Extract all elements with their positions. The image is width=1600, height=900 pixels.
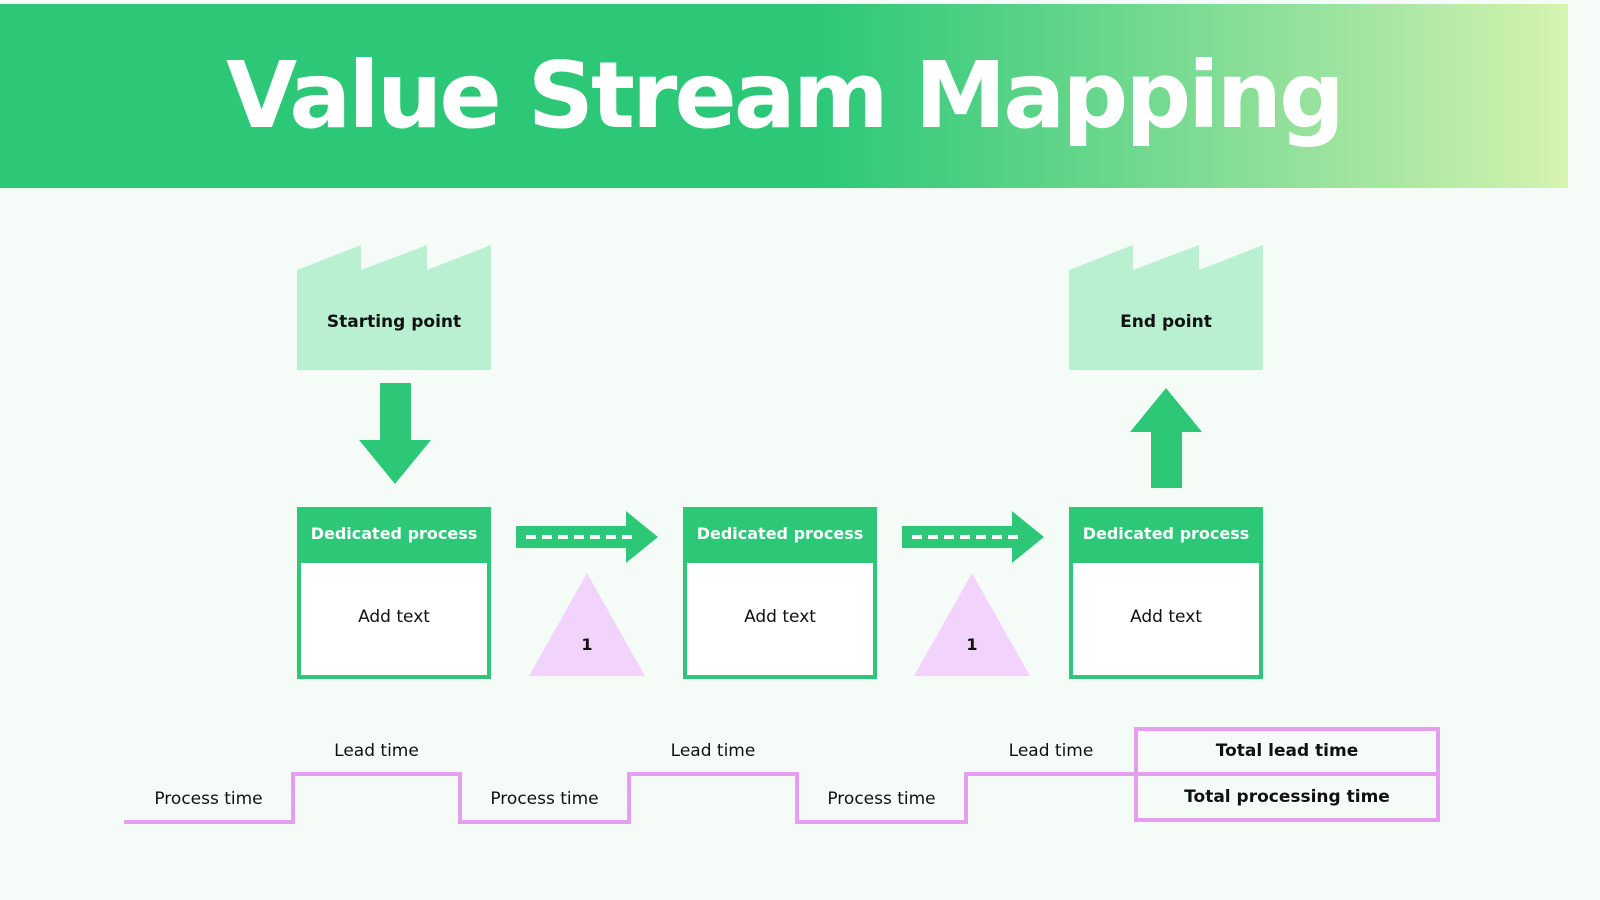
end-point-factory[interactable] — [1069, 245, 1263, 370]
total-processing-time-box — [1134, 772, 1440, 822]
inventory-triangle-icon — [529, 573, 645, 676]
process-box-1[interactable] — [297, 507, 491, 679]
lead-time-label-1: Lead time — [334, 741, 419, 761]
factory-icon — [1069, 245, 1263, 370]
process-title-3: Dedicated process — [1082, 524, 1250, 543]
arrow-down-icon — [359, 383, 431, 484]
header-banner — [0, 4, 1568, 188]
starting-point-label: Starting point — [326, 312, 462, 332]
page-title: Value Stream Mapping — [226, 42, 1345, 149]
lead-time-label-2: Lead time — [670, 741, 756, 761]
process-body-2[interactable]: Add text — [744, 607, 816, 627]
process-body-1[interactable]: Add text — [358, 607, 430, 627]
lead-time-label-3: Lead time — [1008, 741, 1094, 761]
total-processing-time-label: Total processing time — [1184, 787, 1390, 807]
end-point-label: End point — [1120, 312, 1212, 332]
push-arrow-1 — [516, 511, 658, 563]
process-time-label-3: Process time — [827, 789, 936, 809]
process-time-label-2: Process time — [490, 789, 599, 809]
timeline-step-line — [124, 772, 1136, 824]
process-title-2: Dedicated process — [696, 524, 864, 543]
inventory-triangle-icon — [914, 573, 1030, 676]
process-title-1: Dedicated process — [310, 524, 478, 543]
process-body-3[interactable]: Add text — [1130, 607, 1202, 627]
factory-icon — [297, 245, 491, 370]
starting-point-factory[interactable] — [297, 245, 491, 370]
process-time-label-1: Process time — [154, 789, 263, 809]
inventory-count-2: 1 — [966, 635, 978, 654]
total-lead-time-label: Total lead time — [1215, 741, 1359, 761]
inventory-count-1: 1 — [581, 635, 593, 654]
process-box-2[interactable] — [683, 507, 877, 679]
process-box-3[interactable] — [1069, 507, 1263, 679]
diagram-canvas — [124, 245, 1440, 824]
arrow-up-icon — [1130, 388, 1202, 488]
push-arrow-2 — [902, 511, 1044, 563]
